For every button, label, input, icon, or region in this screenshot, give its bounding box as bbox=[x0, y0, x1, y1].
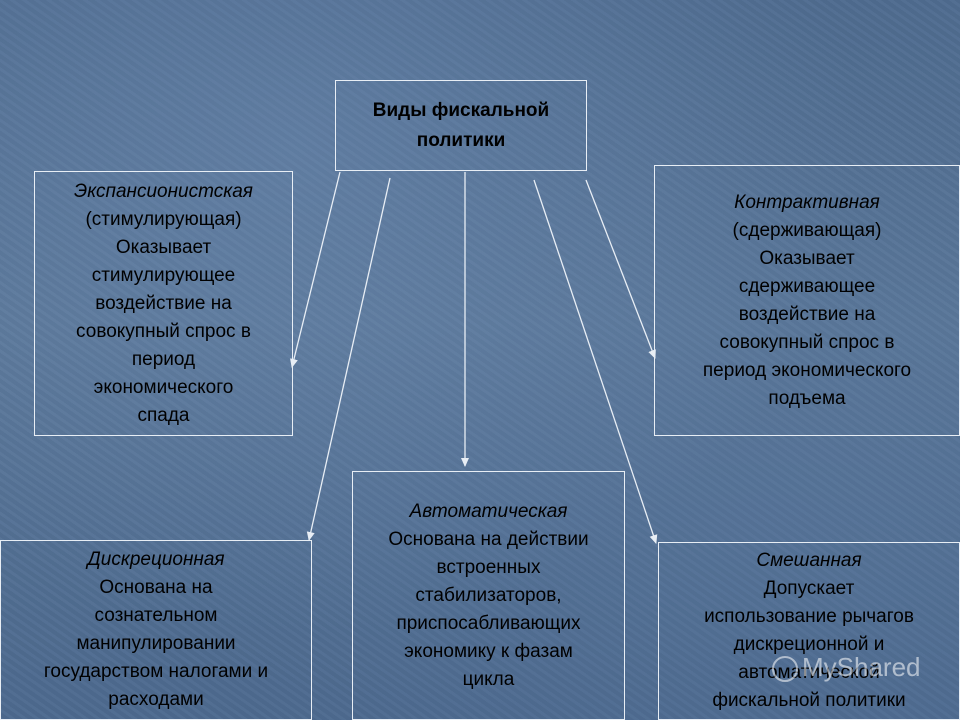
automatic-title: Автоматическая bbox=[409, 500, 568, 522]
root-label: Виды фискальной политики bbox=[372, 99, 550, 151]
contractionary-node: Контрактивная (сдерживающая) Оказывает с… bbox=[654, 165, 960, 436]
discretionary-description: Основана на сознательном манипулировании… bbox=[43, 577, 269, 710]
automatic-description: Основана на действии встроенных стабилиз… bbox=[388, 528, 589, 690]
contractionary-description: Оказывает сдерживающее воздействие на со… bbox=[702, 247, 912, 409]
arrow-to-expansionary bbox=[290, 171, 341, 368]
watermark: MyShared bbox=[772, 652, 921, 683]
discretionary-node: Дискреционная Основана на сознательном м… bbox=[0, 540, 312, 720]
contractionary-subtitle: (сдерживающая) bbox=[732, 219, 882, 241]
automatic-node: Автоматическая Основана на действии встр… bbox=[352, 471, 625, 720]
expansionary-description: Оказывает стимулирующее воздействие на с… bbox=[76, 236, 251, 426]
discretionary-title: Дискреционная bbox=[87, 549, 225, 570]
mixed-description: Допускает использование рычагов дискреци… bbox=[704, 578, 914, 711]
arrow-to-mixed bbox=[533, 179, 658, 544]
arrow-to-contractionary bbox=[585, 179, 656, 359]
arrow-to-discretionary bbox=[306, 177, 391, 541]
mixed-title: Смешанная bbox=[756, 550, 862, 571]
watermark-text: MyShared bbox=[802, 652, 921, 682]
expansionary-node: Экспансионистская (стимулирующая) Оказыв… bbox=[34, 171, 293, 436]
expansionary-title: Экспансионистская bbox=[74, 180, 253, 202]
root-node: Виды фискальной политики bbox=[335, 80, 587, 171]
expansionary-subtitle: (стимулирующая) bbox=[85, 208, 242, 230]
contractionary-title: Контрактивная bbox=[734, 191, 880, 213]
mixed-node: Смешанная Допускает использование рычаго… bbox=[658, 542, 960, 720]
watermark-logo-icon bbox=[772, 656, 798, 683]
